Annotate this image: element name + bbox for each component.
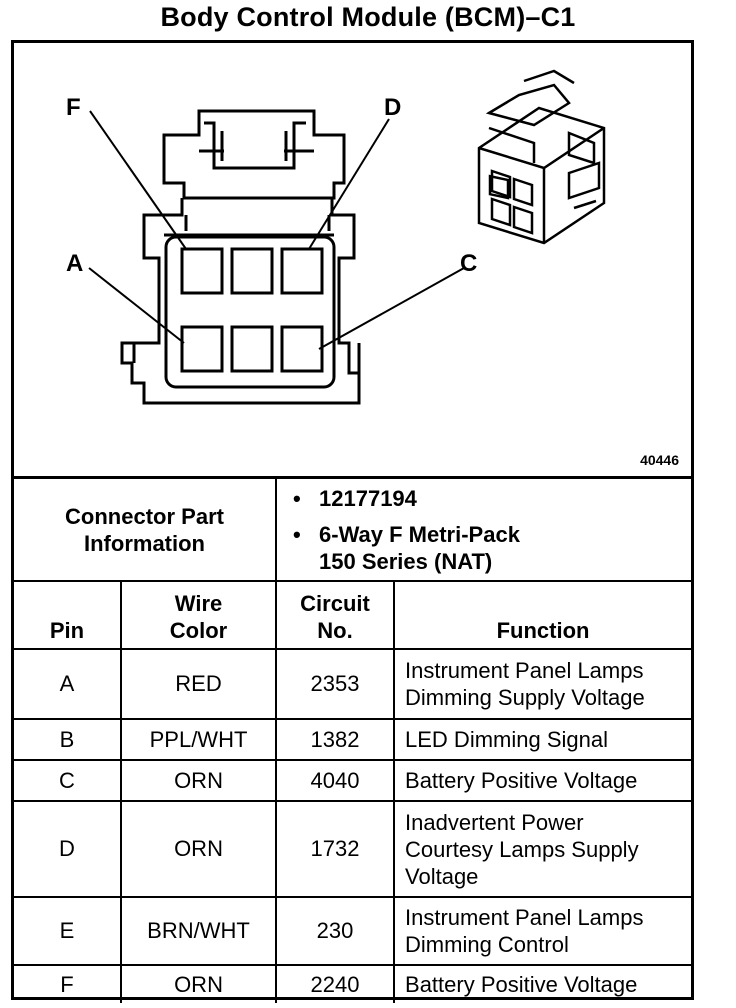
page-title: Body Control Module (BCM)–C1	[160, 2, 576, 32]
pin-cell: B	[14, 718, 122, 761]
connector-info-row: Connector Part Information •12177194 •6-…	[14, 479, 692, 582]
circuit-cell: 1382	[275, 718, 396, 761]
connector-info-details: •12177194 •6-Way F Metri-Pack 150 Series…	[275, 479, 692, 582]
connector-figure: F D A C 40446	[14, 43, 691, 479]
wire-color-cell: ORN	[119, 759, 278, 802]
connector-description: •6-Way F Metri-Pack	[293, 521, 520, 547]
pin-cell: C	[14, 759, 122, 802]
wire-color-cell: ORN	[119, 964, 278, 1003]
figure-number: 40446	[640, 452, 679, 468]
pin-cell: F	[14, 964, 122, 1003]
circuit-cell: 230	[275, 896, 396, 966]
function-cell: Battery Positive Voltage	[393, 759, 692, 802]
circuit-cell: 2240	[275, 964, 396, 1003]
pin-cell: E	[14, 896, 122, 966]
pin-label-a: A	[66, 250, 83, 277]
circuit-cell: 4040	[275, 759, 396, 802]
connector-face-diagram: F D A C	[66, 69, 606, 405]
connector-series: 150 Series (NAT)	[319, 548, 493, 574]
circuit-cell: 1732	[275, 800, 396, 898]
function-cell: LED Dimming Signal	[393, 718, 692, 761]
circuit-cell: 2353	[275, 648, 396, 720]
pin-cell: A	[14, 648, 122, 720]
wire-color-cell: BRN/WHT	[119, 896, 278, 966]
wire-color-cell: ORN	[119, 800, 278, 898]
connector-sheet: F D A C 40446 Connector Part Information…	[11, 40, 694, 1003]
connector-info-label: Connector Part Information	[14, 479, 278, 582]
table-row: B PPL/WHT 1382 LED Dimming Signal	[14, 718, 692, 761]
function-cell: Battery Positive Voltage	[393, 964, 692, 1003]
pin-label-f: F	[66, 94, 81, 121]
header-function: Function	[393, 580, 692, 650]
table-row: C ORN 4040 Battery Positive Voltage	[14, 759, 692, 802]
pin-cell: D	[14, 800, 122, 898]
pin-label-c: C	[460, 250, 477, 277]
connector-table: Connector Part Information •12177194 •6-…	[14, 479, 692, 1003]
wire-color-cell: RED	[119, 648, 278, 720]
table-row: F ORN 2240 Battery Positive Voltage	[14, 964, 692, 1003]
header-pin: Pin	[14, 580, 122, 650]
part-number: •12177194	[293, 485, 417, 511]
wire-color-cell: PPL/WHT	[119, 718, 278, 761]
pin-label-d: D	[384, 94, 401, 121]
